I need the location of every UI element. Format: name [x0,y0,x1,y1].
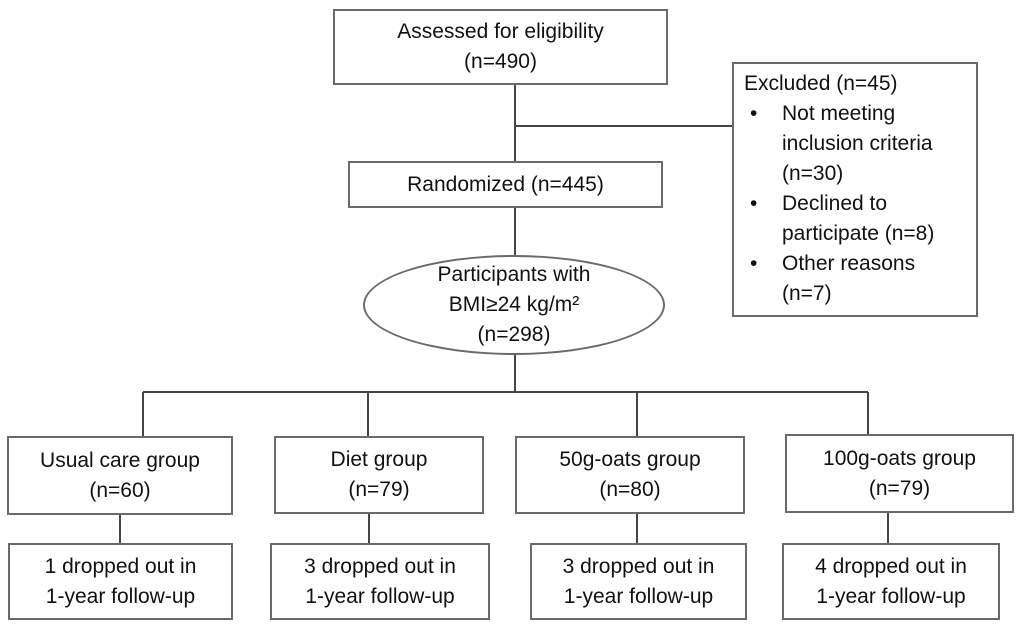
group-name: 50g-oats group [559,448,701,471]
group-count: (n=80) [599,478,661,501]
participants-bmi-ellipse: Participants with BMI≥24 kg/m² (n=298) [363,255,665,355]
dropout-line-2: 1-year follow-up [45,584,196,608]
group-box-100g-oats: 100g-oats group (n=79) [785,434,1014,513]
dropout-box-usual-care: 1 dropped out in 1-year follow-up [8,543,233,620]
group-box-diet: Diet group (n=79) [274,436,484,514]
group-box-50g-oats: 50g-oats group (n=80) [515,436,745,514]
dropout-line-2: 1-year follow-up [816,584,966,608]
dropout-box-100g-oats: 4 dropped out in 1-year follow-up [782,543,1000,620]
assessed-count: (n=490) [464,50,537,73]
dropout-line-2: 1-year follow-up [305,584,455,608]
assessed-label: Assessed for eligibility [397,20,604,43]
excluded-title: Excluded (n=45) [744,72,898,95]
participants-count: (n=298) [477,323,551,346]
group-name: Usual care group [40,448,200,472]
dropout-box-50g-oats: 3 dropped out in 1-year follow-up [530,543,747,620]
group-count: (n=79) [868,476,931,500]
dropout-box-diet: 3 dropped out in 1-year follow-up [270,543,490,620]
randomized-box: Randomized (n=445) [348,161,663,208]
excluded-reason-not-meeting-criteria: Not meeting inclusion criteria (n=30) [744,99,962,189]
dropout-line-1: 3 dropped out in [562,554,715,578]
dropout-line-1: 4 dropped out in [815,554,967,578]
participants-line-2: BMI≥24 kg/m² [448,293,580,316]
group-name: 100g-oats group [823,446,976,470]
excluded-reason-other: Other reasons (n=7) [744,249,962,309]
excluded-box: Excluded (n=45) Not meeting inclusion cr… [732,62,978,317]
dropout-line-1: 3 dropped out in [304,554,456,578]
group-name: Diet group [330,448,428,471]
participants-line-1: Participants with [437,263,591,286]
randomized-label: Randomized (n=445) [407,172,604,196]
excluded-reasons-list: Not meeting inclusion criteria (n=30) De… [744,99,972,309]
group-count: (n=79) [348,478,410,501]
group-count: (n=60) [89,478,151,502]
dropout-line-1: 1 dropped out in [44,554,197,578]
assessed-eligibility-box: Assessed for eligibility (n=490) [333,9,668,85]
dropout-line-2: 1-year follow-up [563,584,714,608]
excluded-reason-declined: Declined to participate (n=8) [744,189,962,249]
group-box-usual-care: Usual care group (n=60) [7,436,233,515]
